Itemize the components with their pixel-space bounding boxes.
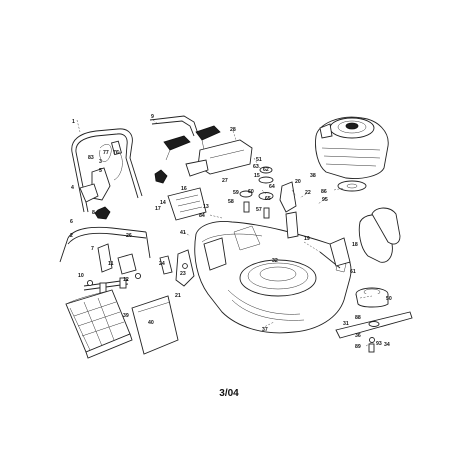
callout-9: 9 [151, 114, 154, 120]
callout-59: 59 [233, 190, 239, 196]
discharge-door [131, 295, 179, 355]
callout-19: 19 [304, 236, 310, 242]
rear-axle-rods [83, 272, 142, 294]
callout-10: 10 [78, 273, 84, 279]
callout-21: 21 [175, 293, 181, 299]
callout-77: 77 [103, 150, 109, 156]
callout-41: 41 [180, 230, 186, 236]
callout-58: 58 [228, 199, 234, 205]
callout-14: 14 [160, 200, 166, 206]
callout-20: 20 [295, 179, 301, 185]
callout-24: 24 [159, 261, 165, 267]
engine [315, 116, 389, 192]
callout-16: 16 [181, 186, 187, 192]
callout-31: 31 [343, 321, 349, 327]
callout-27: 27 [222, 178, 228, 184]
callout-28: 28 [230, 127, 236, 133]
callout-1: 1 [72, 119, 75, 125]
top-shield [185, 139, 253, 177]
page-code: 3/04 [219, 388, 239, 399]
handle-side-bracket [79, 167, 111, 203]
callout-57: 57 [256, 207, 262, 213]
callout-11: 11 [108, 261, 114, 267]
callout-36: 36 [355, 333, 361, 339]
callout-88: 88 [355, 315, 361, 321]
cutting-blade [335, 311, 413, 353]
callout-62: 62 [263, 167, 269, 173]
callout-86: 86 [321, 189, 327, 195]
grass-bag [65, 289, 133, 359]
callout-15: 15 [254, 173, 260, 179]
control-bail [149, 115, 221, 161]
callout-38: 38 [310, 173, 316, 179]
callout-13: 13 [203, 204, 209, 210]
callout-93: 93 [376, 341, 382, 347]
handle-upper [71, 128, 143, 213]
rear-side-casting [358, 207, 401, 263]
callout-6: 6 [70, 219, 73, 225]
callouts: 1 2 3 4 5 6 7 8 9 10 11 12 13 14 15 16 1… [70, 114, 392, 350]
callout-34: 34 [384, 342, 390, 348]
callout-2: 2 [70, 233, 73, 239]
lower-handle [59, 226, 151, 275]
callout-3: 3 [99, 159, 102, 165]
wheel-adjust-linkage [279, 181, 351, 267]
callout-64: 64 [269, 184, 275, 190]
callout-83: 83 [88, 155, 94, 161]
callout-22: 22 [305, 190, 311, 196]
callout-51: 51 [256, 157, 262, 163]
callout-61: 61 [350, 269, 356, 275]
callout-76: 76 [113, 150, 119, 156]
leader-lines [76, 119, 373, 347]
callout-65: 65 [265, 196, 271, 202]
knob-black [94, 169, 168, 220]
callout-84: 84 [199, 213, 205, 219]
callout-4: 4 [71, 185, 74, 191]
callout-26: 26 [126, 233, 132, 239]
engine-pulley-stack [239, 166, 274, 219]
callout-32: 32 [272, 258, 278, 264]
callout-5: 5 [99, 168, 102, 174]
callout-60: 60 [248, 189, 254, 195]
callout-23: 23 [180, 271, 186, 277]
callout-12: 12 [123, 277, 129, 283]
callout-7: 7 [91, 246, 94, 252]
blade-adapter [355, 287, 389, 308]
height-adjust-bracket [167, 187, 207, 221]
callout-95: 95 [322, 197, 328, 203]
callout-37: 37 [262, 327, 268, 333]
callout-18: 18 [352, 242, 358, 248]
callout-8: 8 [92, 210, 95, 216]
callout-40: 40 [148, 320, 154, 326]
callout-17: 17 [155, 206, 161, 212]
callout-50: 50 [386, 296, 392, 302]
callout-89: 89 [355, 344, 361, 350]
side-plate [159, 249, 195, 287]
callout-63: 63 [253, 164, 259, 170]
mower-deck [194, 221, 352, 334]
callout-39: 39 [123, 313, 129, 319]
